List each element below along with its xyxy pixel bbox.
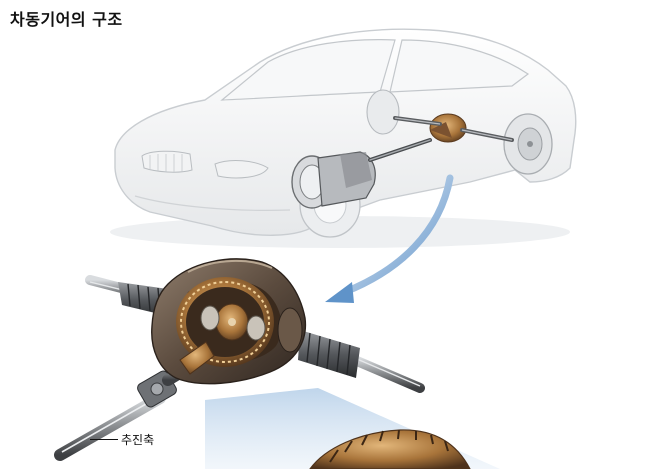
transmission [291,151,376,209]
car-inner-rear-wheel [366,89,400,135]
car-grille-slats [149,154,183,172]
callout-arrow [341,174,454,296]
ring-gear [176,277,274,367]
right-cv-boot [298,330,360,378]
car-headlight [214,160,269,179]
propeller-shaft-leader-line [90,439,118,440]
car-side-window [389,39,530,93]
propeller-shaft-label: 추진축 [121,433,155,447]
car-rear-wheel [503,113,553,175]
side-gear-left [200,305,220,331]
pinion-gear [179,341,215,375]
callout-arrow-head [325,282,354,303]
differential-closeup [54,258,425,461]
housing-flange [277,307,303,353]
car-windshield [220,39,396,101]
car-illustration [110,28,577,248]
car-differential [393,113,514,143]
car-grille [141,150,193,173]
side-gear-right [246,315,266,341]
diagram-title: 차동기어의 구조 [10,10,123,29]
ring-gear-detail [309,429,471,469]
